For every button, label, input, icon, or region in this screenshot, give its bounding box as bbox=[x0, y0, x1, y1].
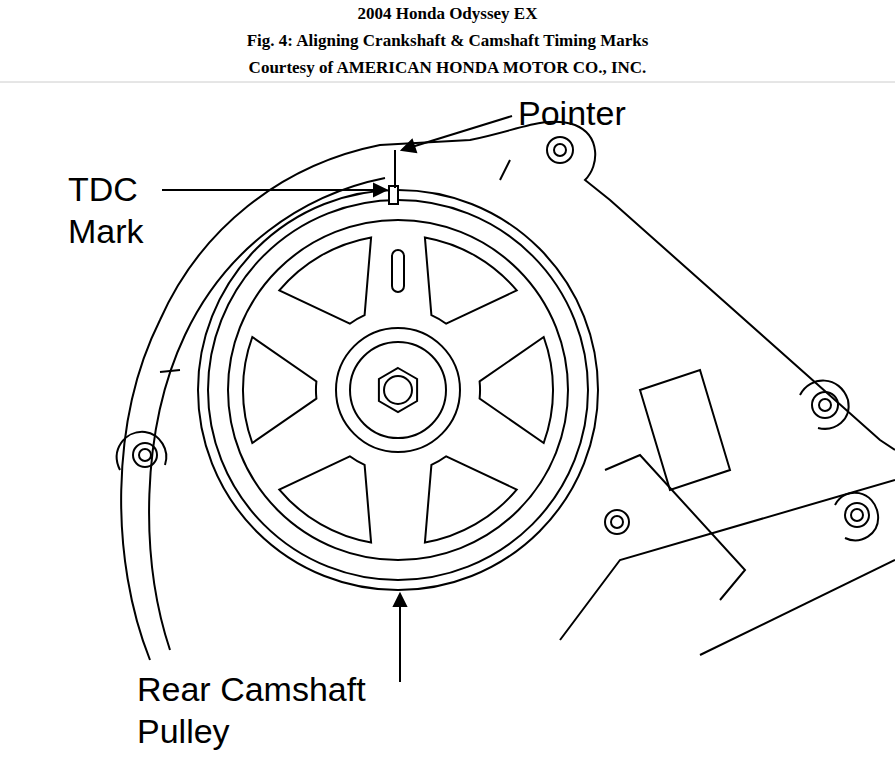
bolt-holes bbox=[133, 137, 869, 534]
pulley-window bbox=[279, 456, 371, 542]
caption: Fig. 4: Aligning Crankshaft & Camshaft T… bbox=[0, 31, 895, 51]
leader-lines bbox=[162, 116, 512, 682]
pulley-window bbox=[425, 456, 517, 542]
pulley-window bbox=[243, 337, 316, 443]
tdc-mark bbox=[389, 186, 398, 204]
pointer-mark bbox=[394, 150, 396, 188]
title: 2004 Honda Odyssey EX bbox=[0, 4, 895, 24]
pulley-window bbox=[279, 237, 371, 323]
part-label: Pointer bbox=[518, 92, 626, 134]
timing-cover bbox=[117, 122, 895, 660]
separator bbox=[0, 82, 895, 83]
part-label: TDC Mark bbox=[68, 168, 168, 252]
pulley-window bbox=[425, 237, 517, 323]
hub-bolt bbox=[379, 368, 417, 412]
camshaft-pulley bbox=[198, 150, 598, 590]
hub-bolt-face bbox=[384, 376, 412, 404]
part-label: Rear Camshaft Pulley bbox=[137, 668, 437, 752]
credit-line: Courtesy of AMERICAN HONDA MOTOR CO., IN… bbox=[0, 58, 895, 78]
pulley-window bbox=[480, 337, 553, 443]
